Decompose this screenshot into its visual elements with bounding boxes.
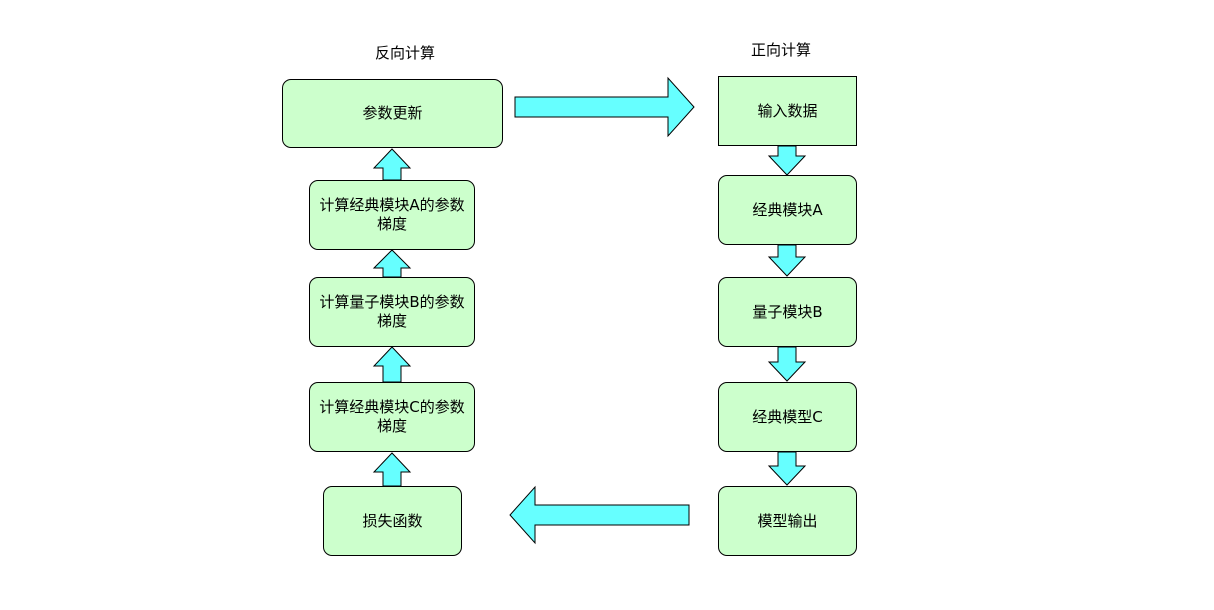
- node-classical-model-c-label: 经典模型C: [752, 407, 823, 426]
- node-grad-classical-a: 计算经典模块A的参数梯度: [309, 180, 475, 250]
- arrow-up-grad-c-to-grad-b: [372, 346, 412, 383]
- arrow-down-c-to-output: [767, 451, 807, 486]
- arrow-left-big: [509, 485, 690, 545]
- node-grad-classical-c: 计算经典模块C的参数梯度: [309, 382, 475, 452]
- node-input-data: 输入数据: [718, 76, 857, 146]
- node-parameter-update-label: 参数更新: [362, 104, 423, 122]
- node-loss-function: 损失函数: [323, 486, 462, 556]
- arrow-up-loss-to-grad-c: [372, 452, 412, 487]
- node-grad-classical-a-label: 计算经典模块A的参数梯度: [319, 196, 465, 233]
- node-classical-model-c: 经典模型C: [718, 382, 857, 452]
- node-model-output: 模型输出: [718, 486, 857, 556]
- node-grad-quantum-b-label: 计算量子模块B的参数梯度: [319, 293, 465, 330]
- node-grad-classical-c-label: 计算经典模块C的参数梯度: [319, 398, 465, 435]
- arrow-up-grad-b-to-grad-a: [372, 249, 412, 278]
- node-grad-quantum-b: 计算量子模块B的参数梯度: [309, 277, 475, 347]
- node-parameter-update: 参数更新: [282, 79, 503, 148]
- backward-title: 反向计算: [375, 44, 436, 62]
- arrow-down-input-to-a: [767, 145, 807, 176]
- forward-title: 正向计算: [751, 41, 812, 59]
- node-classical-module-a: 经典模块A: [718, 175, 857, 245]
- arrow-down-a-to-b: [767, 244, 807, 277]
- node-classical-module-a-label: 经典模块A: [752, 200, 823, 219]
- node-input-data-label: 输入数据: [757, 101, 818, 120]
- arrow-down-b-to-c: [767, 346, 807, 382]
- node-quantum-module-b: 量子模块B: [718, 277, 857, 347]
- arrow-right-big: [514, 76, 695, 138]
- node-loss-function-label: 损失函数: [362, 511, 423, 530]
- node-quantum-module-b-label: 量子模块B: [752, 302, 823, 321]
- arrow-up-grad-a-to-update: [372, 148, 412, 181]
- node-model-output-label: 模型输出: [757, 511, 818, 530]
